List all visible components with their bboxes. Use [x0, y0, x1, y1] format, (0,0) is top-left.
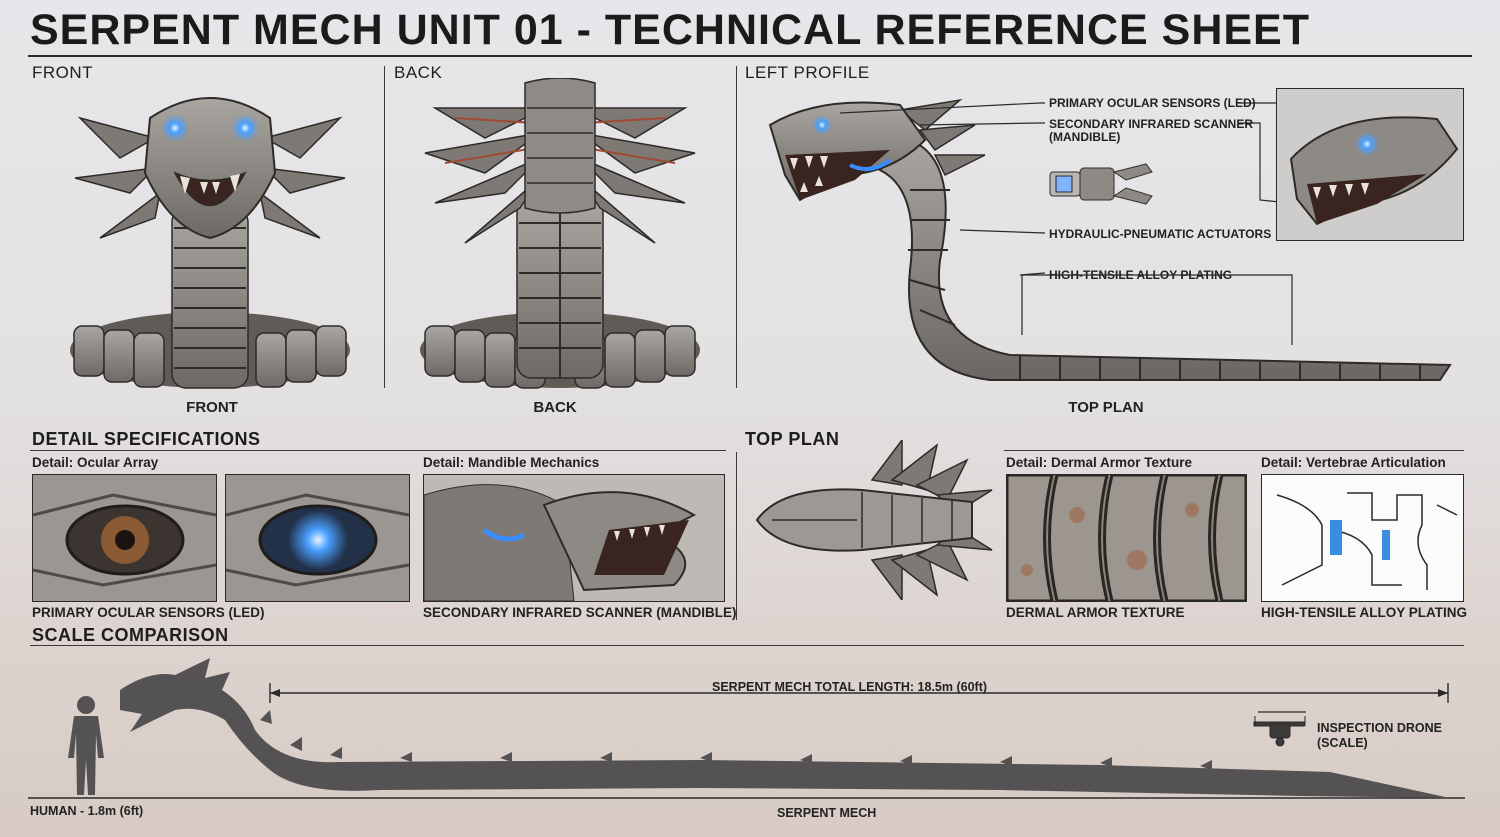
ocular-detail-natural — [32, 474, 217, 602]
ocular-detail-caption: PRIMARY OCULAR SENSORS (LED) — [32, 605, 265, 620]
vertebrae-articulation-diagram — [1261, 474, 1464, 602]
scale-comparison-diagram — [28, 658, 1465, 799]
drone-label-line2: (SCALE) — [1317, 736, 1368, 750]
mech-length-label: SERPENT MECH TOTAL LENGTH: 18.5m (60ft) — [712, 680, 988, 694]
mandible-detail-caption: SECONDARY INFRARED SCANNER (MANDIBLE) — [423, 605, 737, 620]
callout-plating: HIGH-TENSILE ALLOY PLATING — [1049, 268, 1233, 282]
serpent-silhouette — [120, 658, 1450, 798]
scale-comparison-heading: SCALE COMPARISON — [32, 625, 229, 645]
left-profile-illustration — [768, 98, 1452, 381]
dermal-detail-caption: DERMAL ARMOR TEXTURE — [1006, 605, 1185, 620]
vertebrae-detail-label: Detail: Vertebrae Articulation — [1261, 455, 1446, 470]
drone-label: INSPECTION DRONE — [1317, 721, 1443, 735]
vertebrae-detail-caption: HIGH-TENSILE ALLOY PLATING — [1261, 605, 1468, 620]
dermal-detail-label: Detail: Dermal Armor Texture — [1006, 455, 1193, 470]
callout-actuators: HYDRAULIC-PNEUMATIC ACTUATORS — [1049, 227, 1272, 241]
profile-caption: TOP PLAN — [1068, 399, 1144, 416]
top-plan-heading: TOP PLAN — [745, 429, 840, 449]
top-plan-illustration — [755, 440, 993, 600]
ocular-detail-led — [225, 474, 410, 602]
front-heading: FRONT — [32, 63, 94, 82]
front-back-divider — [384, 66, 385, 388]
detail-specs-rule — [30, 450, 726, 451]
mandible-detail-label: Detail: Mandible Mechanics — [423, 455, 600, 470]
left-profile-heading: LEFT PROFILE — [745, 63, 870, 82]
front-view-illustration — [70, 97, 350, 389]
callout-infrared-line2: (MANDIBLE) — [1049, 130, 1121, 144]
human-silhouette — [68, 696, 104, 795]
mech-scale-label: SERPENT MECH — [777, 806, 877, 820]
scale-comparison-rule — [30, 645, 1464, 646]
head-closeup-inset — [1276, 88, 1464, 241]
title-divider — [28, 55, 1472, 57]
back-profile-divider — [736, 66, 737, 388]
mandible-detail-image — [423, 474, 725, 602]
callout-ocular: PRIMARY OCULAR SENSORS (LED) — [1049, 96, 1256, 110]
front-caption: FRONT — [186, 399, 238, 416]
back-caption: BACK — [533, 399, 577, 416]
back-heading: BACK — [394, 63, 443, 82]
drone-silhouette — [1253, 711, 1306, 747]
callout-leader-lines — [840, 102, 1311, 345]
detail-specs-heading: DETAIL SPECIFICATIONS — [32, 429, 261, 449]
dermal-armor-detail-image — [1006, 474, 1247, 602]
human-scale-label: HUMAN - 1.8m (6ft) — [30, 804, 144, 818]
callout-infrared: SECONDARY INFRARED SCANNER — [1049, 117, 1254, 131]
detail-divider — [736, 452, 737, 620]
actuator-part-render — [1049, 163, 1153, 205]
page-title: SERPENT MECH UNIT 01 - TECHNICAL REFEREN… — [30, 6, 1311, 54]
top-plan-rule — [1004, 450, 1464, 451]
back-view-illustration — [420, 78, 700, 389]
ocular-detail-label: Detail: Ocular Array — [32, 455, 159, 470]
